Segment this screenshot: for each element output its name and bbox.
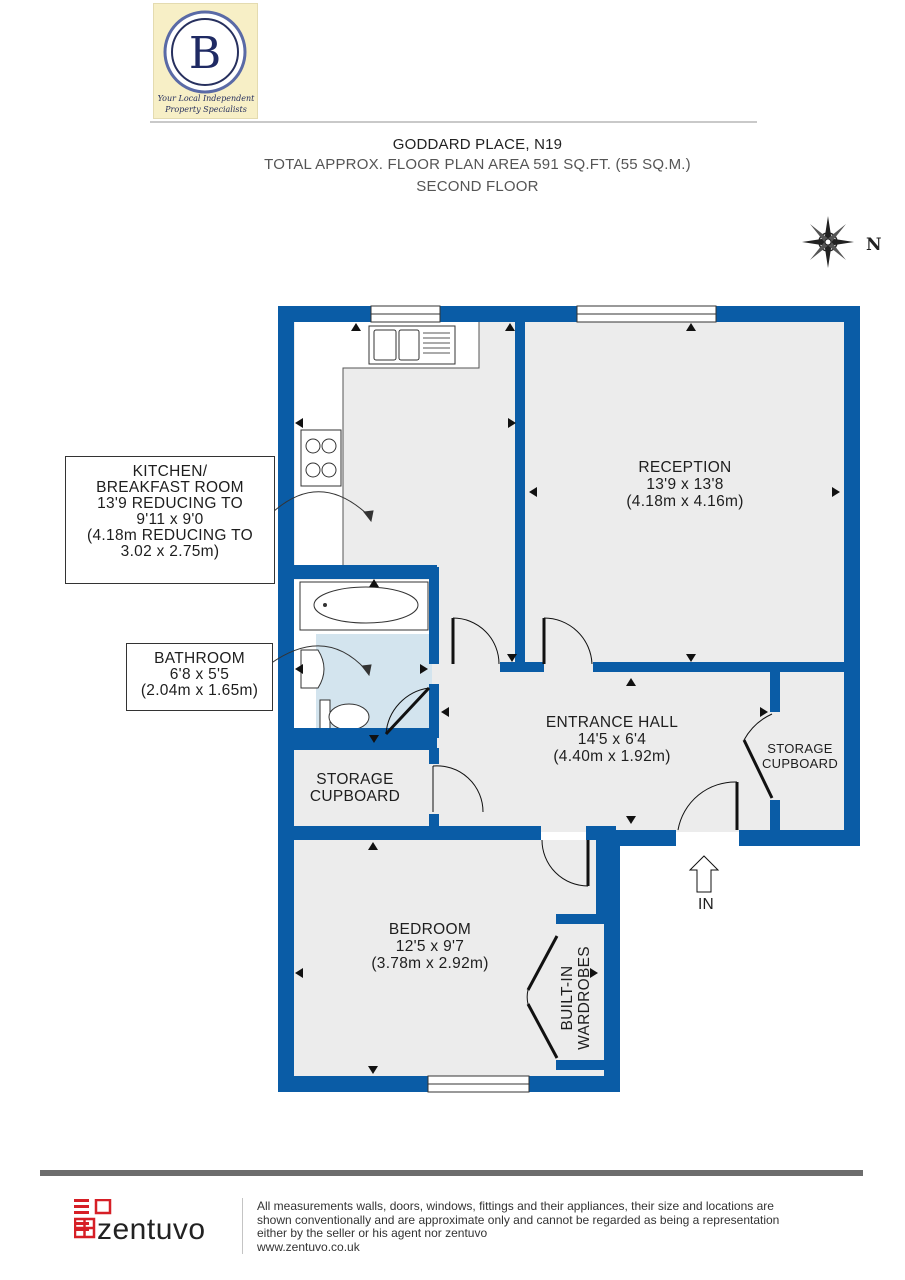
bathroom-label-line-2: 6'8 x 5'5 <box>169 666 230 683</box>
wardrobe-doors <box>526 935 559 1059</box>
door-entrance <box>677 781 739 831</box>
floor-level: SECOND FLOOR <box>416 178 539 195</box>
window-kitchen <box>370 305 441 323</box>
logo-tagline: Your Local Independent Property Speciali… <box>150 93 262 115</box>
window-reception <box>576 305 717 323</box>
zentuvo-brand: zentuvo <box>97 1213 206 1246</box>
kitchen-label-line-1: KITCHEN/ <box>132 463 208 480</box>
footer-separator <box>242 1198 243 1254</box>
logo-tagline-line-2: Property Specialists <box>165 105 247 114</box>
compass-north-label: N <box>866 235 882 255</box>
kitchen-label-line-4: 9'11 x 9'0 <box>136 511 204 528</box>
agency-logo-badge: B <box>163 10 247 94</box>
property-address: GODDARD PLACE, N19 <box>392 136 563 153</box>
hall-imperial: 14'5 x 6'4 <box>577 731 647 748</box>
storage-right-line-2: CUPBOARD <box>761 756 839 771</box>
kitchen-label-line-3: 13'9 REDUCING TO <box>97 495 243 512</box>
entrance-in-label: IN <box>697 896 715 913</box>
bedroom-name: BEDROOM <box>388 921 472 938</box>
door-storage-right <box>742 713 774 799</box>
doors <box>384 617 774 1059</box>
plan-title-block: GODDARD PLACE, N19 TOTAL APPROX. FLOOR P… <box>150 135 805 198</box>
bathroom-label-line-3: (2.04m x 1.65m) <box>140 682 259 699</box>
storage-left-line-2: CUPBOARD <box>309 788 401 805</box>
disclaimer-line-1: All measurements walls, doors, windows, … <box>257 1199 774 1213</box>
door-bedroom <box>541 839 590 887</box>
disclaimer-line-2: shown conventionally and are approximate… <box>257 1212 780 1227</box>
agency-logo: B <box>153 3 258 119</box>
hob-icon <box>300 429 342 487</box>
bedroom-label: BEDROOM 12'5 x 9'7 (3.78m x 2.92m) <box>335 921 525 972</box>
wardrobes-line-1: BUILT-IN <box>559 965 576 1031</box>
disclaimer-website[interactable]: www.zentuvo.co.uk <box>257 1239 360 1254</box>
toilet-icon <box>319 699 370 735</box>
compass-icon <box>802 216 854 268</box>
kitchen-label-line-5: (4.18m REDUCING TO <box>87 527 253 544</box>
wardrobes-line-2: WARDROBES <box>576 946 593 1050</box>
hall-name: ENTRANCE HALL <box>545 714 679 731</box>
reception-label: RECEPTION 13'9 x 13'8 (4.18m x 4.16m) <box>580 459 790 510</box>
door-bathroom <box>384 686 431 736</box>
floor-area: TOTAL APPROX. FLOOR PLAN AREA 591 SQ.FT.… <box>264 156 691 173</box>
disclaimer-line-3: either by the seller or his agent nor ze… <box>257 1226 488 1240</box>
bathroom-callout: BATHROOM 6'8 x 5'5 (2.04m x 1.65m) <box>126 643 273 711</box>
measurement-markers <box>295 323 840 1074</box>
windows <box>370 305 717 1093</box>
zentuvo-logo-icon <box>74 1199 112 1239</box>
storage-cupboard-right-label: STORAGE CUPBOARD <box>757 741 843 771</box>
kitchen-label-line-6: 3.02 x 2.75m) <box>120 543 220 560</box>
bathroom-fixtures <box>299 581 429 735</box>
kitchen-counters <box>300 322 480 570</box>
reception-name: RECEPTION <box>638 459 732 476</box>
bathroom-label-line-1: BATHROOM <box>154 650 245 667</box>
sink-icon <box>368 325 456 365</box>
callout-leaders <box>269 491 374 677</box>
door-storage-left <box>432 765 484 813</box>
entrance-arrow-icon <box>688 855 720 893</box>
entrance-hall-label: ENTRANCE HALL 14'5 x 6'4 (4.40m x 1.92m) <box>512 714 712 765</box>
bathtub-icon <box>299 581 429 631</box>
bedroom-imperial: 12'5 x 9'7 <box>395 938 465 955</box>
washbasin-icon <box>300 649 325 689</box>
reception-imperial: 13'9 x 13'8 <box>646 476 724 493</box>
reception-metric: (4.18m x 4.16m) <box>626 493 744 510</box>
door-reception <box>542 617 593 665</box>
storage-right-line-1: STORAGE <box>767 741 833 756</box>
storage-left-line-1: STORAGE <box>316 771 394 788</box>
bedroom-metric: (3.78m x 2.92m) <box>371 955 489 972</box>
door-kitchen <box>451 617 500 665</box>
kitchen-callout: KITCHEN/ BREAKFAST ROOM 13'9 REDUCING TO… <box>65 456 275 584</box>
storage-cupboard-left-label: STORAGE CUPBOARD <box>297 771 413 805</box>
wardrobes-label: BUILT-IN WARDROBES <box>559 933 593 1063</box>
footer-divider <box>40 1170 863 1176</box>
internal-walls <box>293 322 848 1070</box>
kitchen-label-line-2: BREAKFAST ROOM <box>96 479 244 496</box>
hall-metric: (4.40m x 1.92m) <box>553 748 671 765</box>
window-bedroom <box>427 1075 530 1093</box>
disclaimer-text: All measurements walls, doors, windows, … <box>257 1199 817 1254</box>
logo-letter: B <box>189 28 221 79</box>
header-divider <box>150 121 757 123</box>
logo-tagline-line-1: Your Local Independent <box>157 94 255 103</box>
